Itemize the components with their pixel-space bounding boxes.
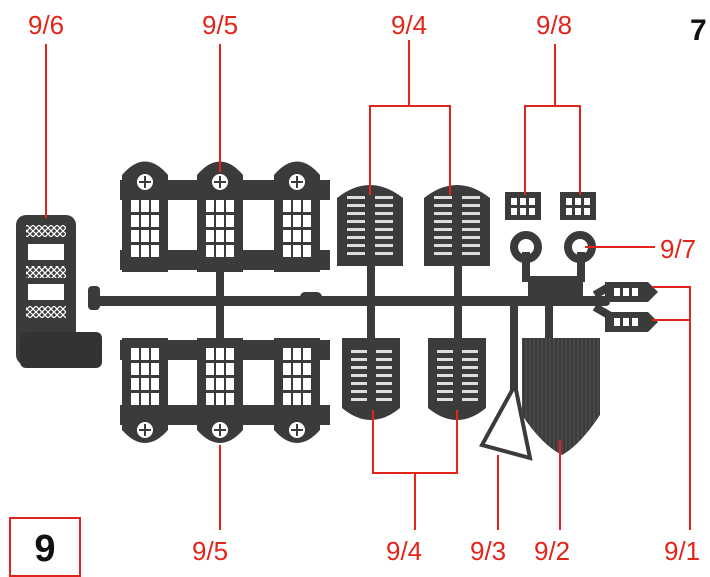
part-9-3-frame bbox=[479, 379, 533, 461]
part-9-8-brackets bbox=[505, 192, 596, 220]
callout-label-9-5-top: 9/5 bbox=[202, 10, 239, 40]
callout-label-9-3: 9/3 bbox=[470, 536, 507, 566]
part-9-5-top-windows bbox=[120, 161, 330, 272]
callout-label-9-7: 9/7 bbox=[660, 234, 697, 264]
part-9-1-brackets bbox=[605, 282, 658, 332]
sprue-number-box: 9 bbox=[9, 517, 81, 577]
callout-label-9-5-bottom: 9/5 bbox=[192, 536, 229, 566]
callout-label-9-1: 9/1 bbox=[664, 536, 701, 566]
callout-label-9-6: 9/6 bbox=[28, 10, 65, 40]
sprue-number: 9 bbox=[34, 527, 56, 570]
part-9-6-stack bbox=[16, 215, 102, 368]
callout-leaders bbox=[45, 40, 691, 530]
page-number: 7 bbox=[690, 14, 707, 47]
callout-label-9-2: 9/2 bbox=[534, 536, 571, 566]
part-9-4-top-louvres bbox=[337, 185, 490, 266]
sprue-runner bbox=[88, 252, 613, 390]
callout-label-9-8: 9/8 bbox=[536, 10, 573, 40]
part-9-7-rings bbox=[510, 231, 596, 263]
sprue-diagram bbox=[16, 40, 691, 530]
part-9-5-bottom-windows bbox=[120, 338, 330, 443]
part-9-2-shield bbox=[522, 338, 600, 455]
part-9-4-bottom-louvres bbox=[342, 338, 486, 420]
callout-label-9-4-top: 9/4 bbox=[391, 10, 428, 40]
callout-label-9-4-bottom: 9/4 bbox=[386, 536, 423, 566]
